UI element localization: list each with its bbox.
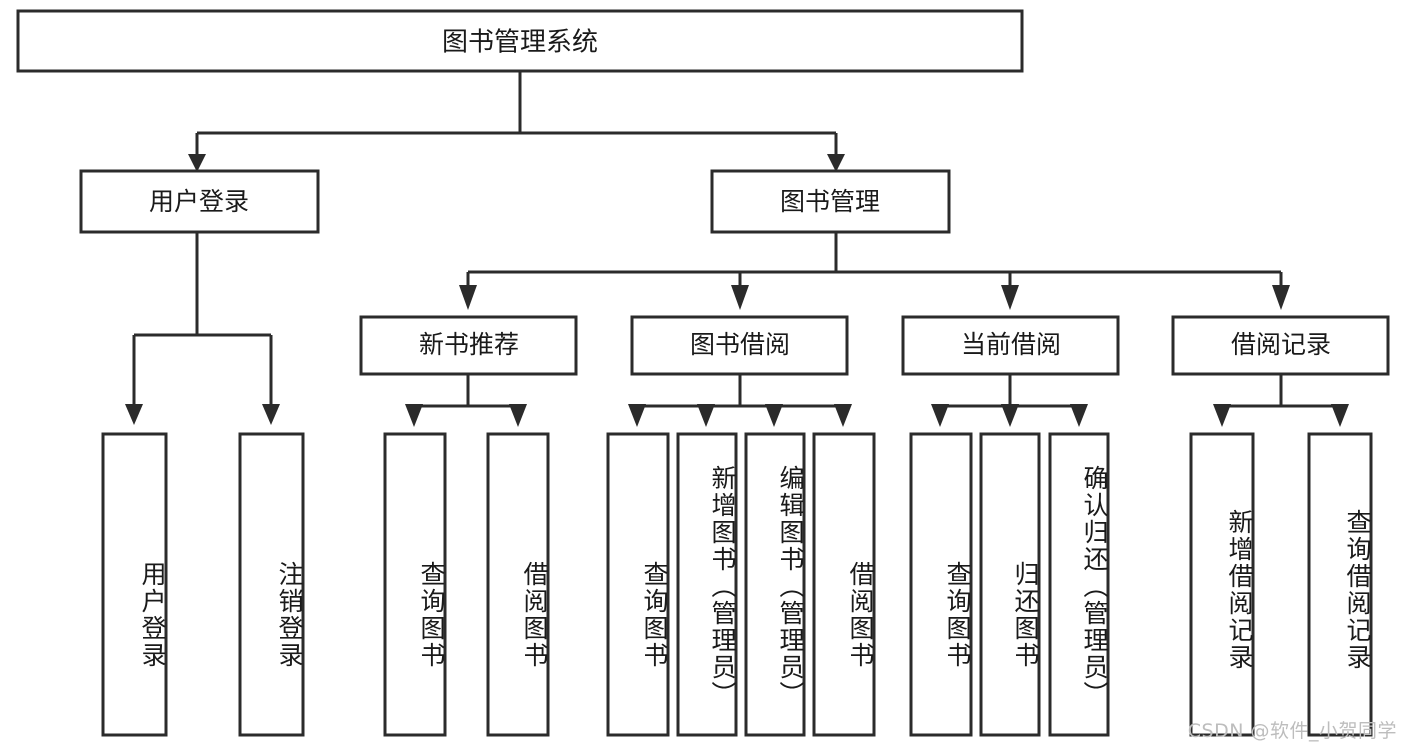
arrowhead-borrow-record-leaf-1 [1213, 404, 1231, 427]
arrowhead-user-login-leaf-2 [262, 404, 280, 425]
arrowhead-new-book-leaf-2 [509, 404, 527, 427]
arrowhead-new-book-leaf-1 [405, 404, 423, 427]
arrowhead-borrow-record [1272, 285, 1290, 310]
node-new-book-label: 新书推荐 [419, 330, 519, 359]
leaf-box-user-login-1[interactable] [101, 432, 168, 737]
arrowhead-new-book [459, 285, 477, 310]
node-borrow-record-label: 借阅记录 [1231, 330, 1331, 359]
arrowhead-current-borrow-leaf-3 [1070, 404, 1088, 427]
node-current-borrow-box[interactable] [901, 315, 1120, 376]
arrowhead-book-borrow-leaf-2 [697, 404, 715, 427]
leaf-box-new-book-2[interactable] [486, 432, 550, 737]
arrowhead-current-borrow [1001, 285, 1019, 310]
arrowhead-user-login [188, 154, 206, 172]
csdn-watermark: CSDN @软件_小贺同学 [1187, 720, 1397, 742]
leaf-box-current-borrow-1[interactable] [909, 432, 973, 737]
node-user-login-box[interactable] [79, 169, 320, 234]
leaf-box-book-borrow-1[interactable] [606, 432, 670, 737]
node-root-label: 图书管理系统 [442, 28, 598, 58]
leaf-box-borrow-record-1[interactable] [1189, 432, 1255, 737]
arrowhead-user-login-leaf-1 [125, 404, 143, 425]
node-borrow-record-box[interactable] [1171, 315, 1390, 376]
leaf-box-user-login-2[interactable] [238, 432, 305, 737]
leaf-box-book-borrow-2[interactable] [676, 432, 738, 737]
node-root-box[interactable] [16, 9, 1024, 73]
node-book-manage-box[interactable] [710, 169, 951, 234]
arrowhead-book-borrow-leaf-3 [765, 404, 783, 427]
arrowhead-borrow-record-leaf-2 [1331, 404, 1349, 427]
arrowhead-book-borrow-leaf-4 [834, 404, 852, 427]
leaf-box-book-borrow-3[interactable] [744, 432, 806, 737]
node-user-login-label: 用户登录 [149, 187, 249, 216]
arrowhead-book-borrow-leaf-1 [628, 404, 646, 427]
arrowhead-book-borrow [731, 285, 749, 310]
leaf-box-borrow-record-2[interactable] [1307, 432, 1373, 737]
arrowhead-current-borrow-leaf-2 [1001, 404, 1019, 427]
leaf-box-current-borrow-3[interactable] [1048, 432, 1110, 737]
leaf-box-current-borrow-2[interactable] [979, 432, 1041, 737]
node-book-borrow-label: 图书借阅 [690, 330, 790, 359]
arrowhead-current-borrow-leaf-1 [931, 404, 949, 427]
node-book-manage-label: 图书管理 [780, 187, 880, 216]
arrowhead-book-manage [827, 154, 845, 172]
node-new-book-box[interactable] [359, 315, 578, 376]
node-current-borrow-label: 当前借阅 [961, 330, 1061, 359]
leaf-box-book-borrow-4[interactable] [812, 432, 876, 737]
arrowhead-layer [125, 154, 1349, 427]
node-book-borrow-box[interactable] [630, 315, 849, 376]
node-layer: 图书管理系统 用户登录 图书管理 新书推荐 图书借阅 当前借阅 借阅记录 [16, 9, 1390, 737]
leaf-box-new-book-1[interactable] [383, 432, 447, 737]
